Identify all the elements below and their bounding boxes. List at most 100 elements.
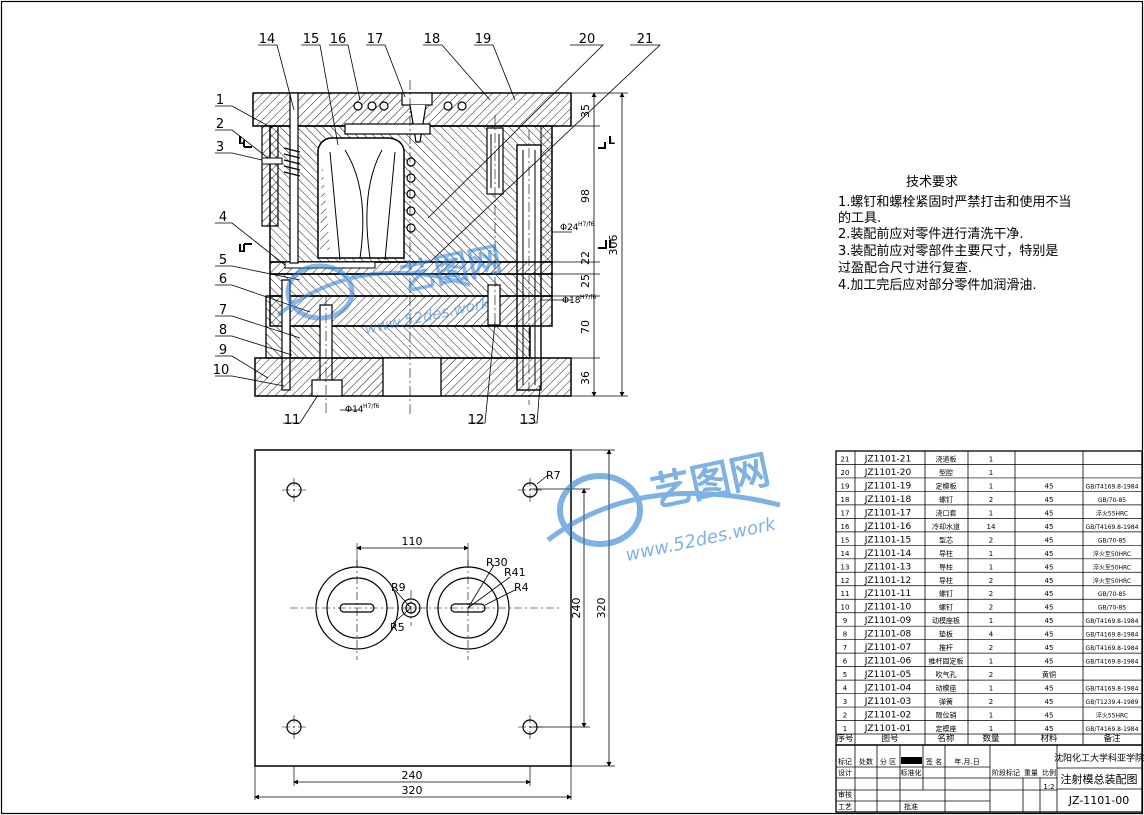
tb-drawing-name: 注射模总装配图 [1061, 772, 1138, 786]
bom-cell-name: 浇口套 [936, 508, 957, 517]
bom-cell-name: 吹气孔 [936, 670, 957, 679]
tb-process: 工艺 [838, 803, 852, 811]
bom-cell-qty: 1 [989, 725, 993, 733]
section-mark-1: L [238, 134, 245, 147]
callout-2: 2 [216, 117, 224, 132]
bom-cell-note: GB/T4169.8-1984 [1086, 618, 1139, 625]
bom-cell-mat: 45 [1045, 563, 1054, 571]
vertical-dimension-values: 35 98 22 25 70 36 306 Φ24 H7/f6 Φ18 H7/f… [345, 104, 620, 415]
bom-cell-note: GB/T4169.8-1984 [1086, 524, 1139, 531]
bom-cell-note: 淬火至50HRC [1093, 563, 1131, 571]
callout-numbers: 1 2 3 4 5 6 7 8 9 10 11 12 13 14 15 16 1… [213, 32, 654, 428]
plan-view [254, 449, 615, 800]
bom-cell-name: 冷却水道 [932, 522, 960, 531]
note-line-6: 4.加工完后应对部分零件加润滑油. [838, 278, 1037, 293]
bom-cell-note: GB/T4169.8-1984 [1086, 632, 1139, 639]
bom-cell-note: GB/T4169.8-1984 [1086, 686, 1139, 693]
callout-11: 11 [284, 413, 301, 428]
bom-cell-code: JZ1101-15 [864, 535, 911, 545]
callout-12: 12 [468, 413, 485, 428]
bom-cell-note: 淬火55HRC [1096, 509, 1128, 517]
callout-4: 4 [219, 210, 227, 225]
bom-cell-mat: 45 [1045, 631, 1054, 639]
bom-cell-no: 21 [841, 455, 850, 463]
bom-cell-no: 7 [843, 644, 847, 652]
bom-cell-no: 14 [841, 550, 850, 558]
title-block [835, 744, 1143, 813]
tb-weight: 重量 [1024, 769, 1038, 777]
dim-r30: R30 [486, 556, 508, 569]
tb-sign: 签 名 [926, 757, 942, 766]
bom-cell-qty: 2 [989, 577, 993, 585]
bom-cell-note: GB/70-85 [1098, 591, 1126, 598]
bom-cell-note: 淬火至50HRC [1093, 550, 1131, 558]
bom-cell-note: GB/T4169.8-1984 [1086, 726, 1139, 733]
tb-ratio: 比例 [1042, 768, 1056, 777]
fit-14: Φ14 [345, 405, 364, 415]
bom-cell-note: GB/T4169.8-1984 [1086, 483, 1139, 490]
bom-cell-qty: 2 [989, 644, 993, 652]
bom-cell-name: 导柱 [939, 549, 953, 558]
fit-24-tol: H7/f6 [578, 221, 594, 228]
bom-cell-mat: 45 [1045, 536, 1054, 544]
bom-cell-qty: 4 [989, 631, 994, 639]
bom-cell-code: JZ1101-04 [864, 684, 912, 694]
bom-header-code: 图号 [881, 734, 898, 744]
fit-14-tol: H7/f6 [363, 403, 379, 410]
bom-cell-code: JZ1101-16 [864, 522, 912, 532]
bom-cell-code: JZ1101-03 [864, 697, 911, 707]
bom-cell-name: 定模座 [936, 724, 957, 733]
bom-cell-no: 10 [841, 604, 850, 612]
section-mark-3: L [238, 242, 245, 255]
callout-10: 10 [213, 363, 230, 378]
bom-cell-no: 11 [841, 590, 850, 598]
callout-17: 17 [367, 32, 384, 47]
bom-cell-mat: 45 [1045, 577, 1054, 585]
bom-cell-name: 定模板 [936, 481, 957, 490]
watermark-right-url: www.52des.work [624, 513, 779, 566]
bom-cell-note: GB/T4169.8-1984 [1086, 659, 1139, 666]
dim-r4: R4 [514, 581, 529, 594]
dim-320-horizontal: 320 [402, 784, 423, 797]
bom-cell-name: 导柱 [939, 562, 953, 571]
bom-cell-qty: 2 [989, 496, 993, 504]
bom-cell-mat: 45 [1045, 685, 1054, 693]
dim-306: 306 [607, 235, 620, 256]
bom-cell-note: GB/70-85 [1098, 605, 1126, 612]
bom-cell-code: JZ1101-12 [864, 576, 911, 586]
bom-cell-code: JZ1101-20 [864, 468, 912, 478]
dim-r7: R7 [546, 469, 561, 482]
bom-cell-mat: 45 [1045, 590, 1054, 598]
bom-cell-name: 垫板 [939, 630, 953, 639]
bom-cell-name: 型芯 [939, 535, 953, 544]
tb-zone: 分 区 [880, 757, 896, 766]
note-line-5: 过盈配合尺寸进行复查. [838, 261, 973, 276]
bom-cell-mat: 45 [1045, 617, 1054, 625]
bom-cell-mat: 45 [1045, 482, 1054, 490]
callout-3: 3 [216, 140, 224, 155]
bom-cell-code: JZ1101-17 [864, 508, 911, 518]
tb-drawing-no: JZ-1101-00 [1068, 794, 1130, 807]
bom-cell-qty: 1 [989, 509, 993, 517]
bom-cell-name: 螺钉 [939, 495, 953, 504]
bom-cell-no: 16 [841, 523, 850, 531]
bom-cell-mat: 45 [1045, 604, 1054, 612]
bom-cell-qty: 1 [989, 469, 993, 477]
tb-scale: 1:2 [1043, 783, 1054, 791]
bom-cell-name: 型腔 [939, 468, 953, 477]
notes-title: 技术要求 [906, 175, 959, 190]
callout-21: 21 [637, 32, 654, 47]
bom-cell-name: 推杆 [939, 643, 953, 652]
bom-cell-note: GB/T4169.8-1984 [1086, 645, 1139, 652]
bom-cell-code: JZ1101-01 [864, 724, 911, 734]
bom-cell-code: JZ1101-05 [864, 670, 911, 680]
bom-header-note: 备注 [1103, 733, 1121, 744]
callout-9: 9 [219, 343, 227, 358]
dim-25: 25 [579, 274, 592, 288]
bom-cell-qty: 1 [989, 617, 993, 625]
bom-header-no: 序号 [836, 733, 853, 744]
bom-header-name: 名称 [937, 733, 955, 744]
